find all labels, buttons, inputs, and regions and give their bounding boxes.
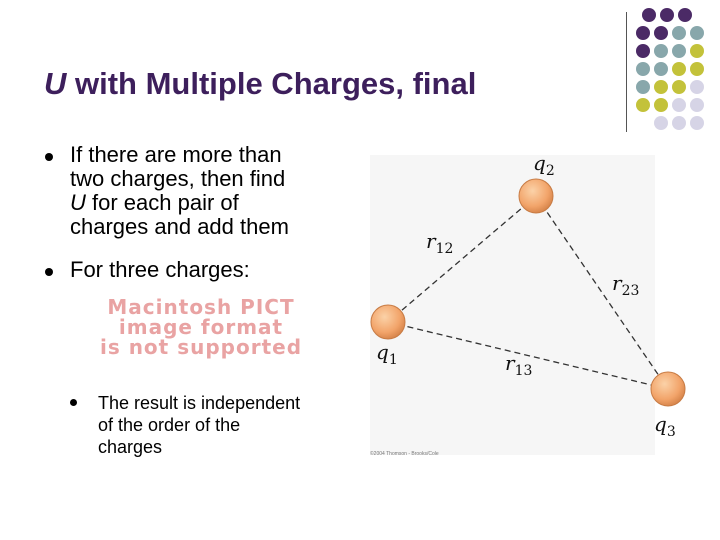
inline-variable: U <box>70 190 86 215</box>
bullet-line: charges and add them <box>70 214 289 239</box>
dot <box>672 116 686 130</box>
dot <box>636 98 650 112</box>
dot <box>690 116 704 130</box>
pict-line: image format <box>118 315 284 339</box>
dot <box>678 8 692 22</box>
bullet-line: two charges, then find <box>70 166 286 191</box>
bullet-text-pairs: If there are more than two charges, then… <box>70 143 289 239</box>
dot <box>690 26 704 40</box>
charge-q3 <box>650 371 686 407</box>
pict-placeholder-image: Macintosh PICT image format is not suppo… <box>66 297 336 357</box>
dot <box>642 8 656 22</box>
label-q1: q1 <box>376 340 398 368</box>
dot <box>654 62 668 76</box>
label-r23: r23 <box>612 271 639 299</box>
pict-line: Macintosh PICT <box>107 295 295 319</box>
dot <box>672 80 686 94</box>
dot <box>636 44 650 58</box>
bullet-marker <box>45 153 53 161</box>
figure-credit: ©2004 Thomson - Brooks/Cole <box>370 451 439 457</box>
dot <box>660 8 674 22</box>
charge-q1 <box>370 304 406 340</box>
sub-line: The result is independent <box>98 393 301 413</box>
three-charge-figure: q2 q1 q3 r12 r23 r13 <box>370 151 686 455</box>
dot <box>654 80 668 94</box>
dot <box>690 80 704 94</box>
figure-background <box>370 155 655 455</box>
label-q2: q2 <box>533 151 555 179</box>
dot <box>636 62 650 76</box>
dot <box>672 98 686 112</box>
decorative-divider <box>626 12 627 132</box>
dot <box>672 26 686 40</box>
sub-line: of the order of the <box>98 415 241 435</box>
sub-bullet-text: The result is independent of the order o… <box>98 392 348 458</box>
pict-line: is not supported <box>99 335 303 359</box>
sub-line: charges <box>98 437 163 457</box>
dot <box>690 98 704 112</box>
dot <box>672 44 686 58</box>
label-r12: r12 <box>426 229 453 257</box>
dot <box>690 44 704 58</box>
dot <box>690 62 704 76</box>
bullet-text-three-charges: For three charges: <box>70 257 250 282</box>
label-r13: r13 <box>505 351 532 379</box>
title-text: with Multiple Charges, final <box>66 66 477 101</box>
title-variable: U <box>44 66 67 101</box>
sub-bullet-marker <box>70 399 77 406</box>
bullet-line-rest: for each pair of <box>85 190 239 215</box>
dot <box>654 44 668 58</box>
dot <box>636 26 650 40</box>
charge-q2 <box>518 178 554 214</box>
bullet-line: U for each pair of <box>70 191 289 215</box>
r23-line <box>535 195 669 390</box>
dot <box>636 80 650 94</box>
dot <box>654 116 668 130</box>
dot <box>654 26 668 40</box>
r13-line <box>387 321 669 390</box>
dot <box>672 62 686 76</box>
label-q3: q3 <box>654 412 676 440</box>
bullet-line: If there are more than <box>70 142 282 167</box>
bullet-marker <box>45 268 53 276</box>
r12-line <box>387 195 537 323</box>
slide-title: U with Multiple Charges, final <box>44 66 476 102</box>
dot <box>654 98 668 112</box>
